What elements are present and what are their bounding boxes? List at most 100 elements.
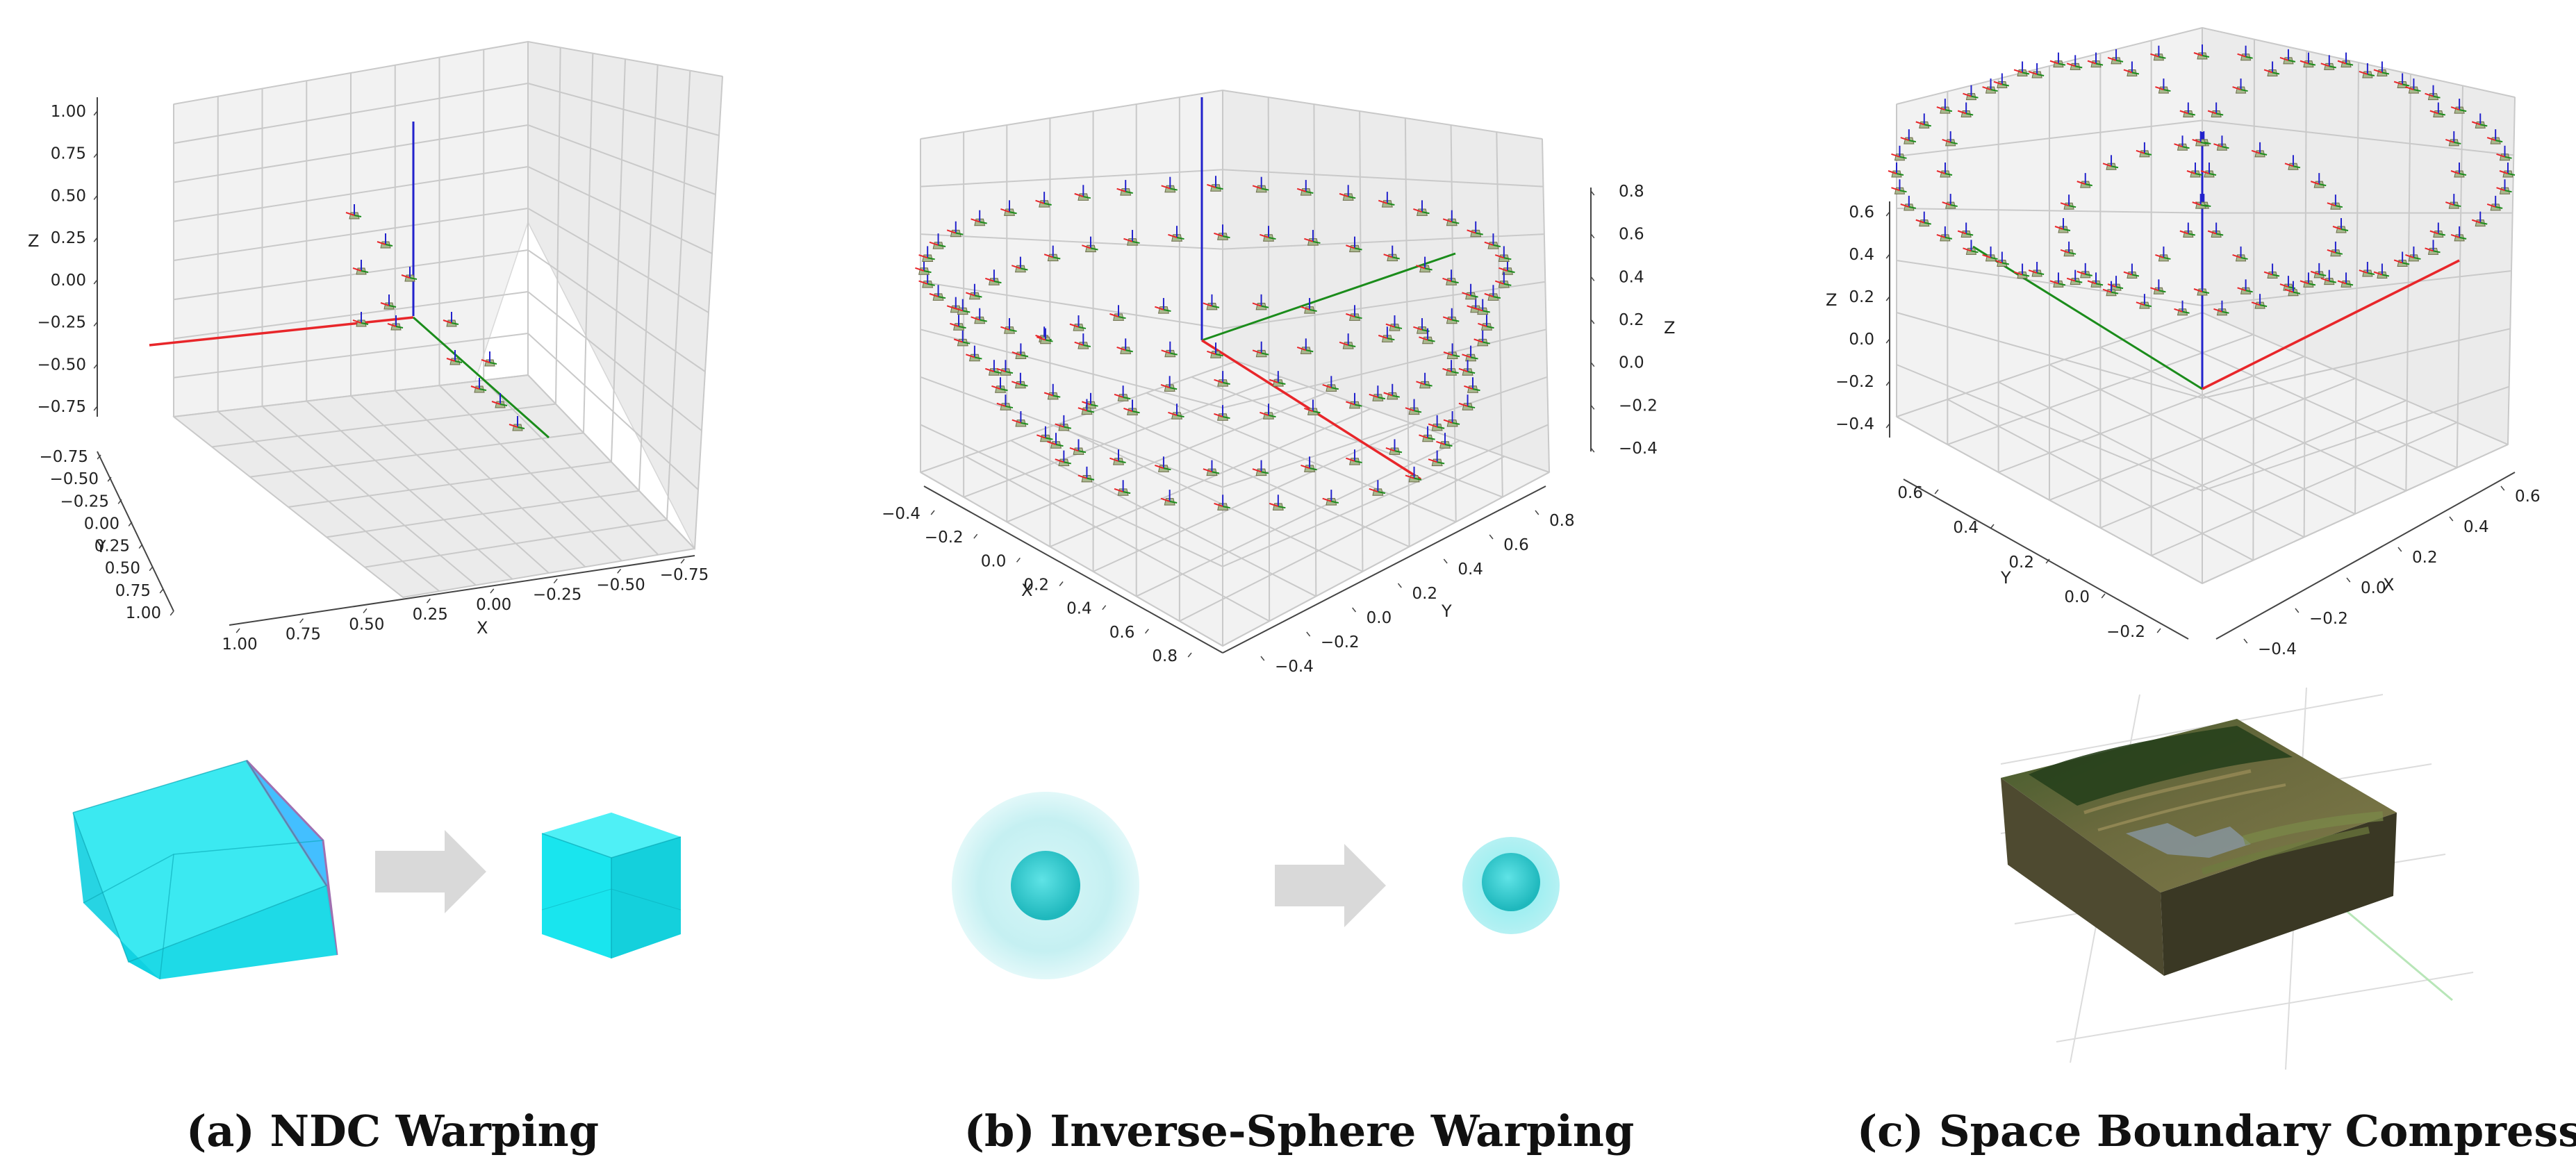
- plot-a-z-ticks: 1.000.750.500.250.00−0.25−0.50−0.75: [38, 103, 98, 416]
- plot-b-camera-glyph: [1037, 328, 1053, 344]
- plot-b-camera-glyph: [1442, 269, 1459, 285]
- plot-b-camera-glyph: [1047, 433, 1064, 449]
- plot-b-grid-line: [1222, 281, 1546, 329]
- plot-b-world-y-axis: [1201, 252, 1456, 342]
- plot-b-grid-line: [1222, 90, 1543, 140]
- plot-b-x-tick-label: 0.6: [1109, 624, 1135, 642]
- plot-c-camera-glyph: [2232, 78, 2248, 94]
- plot-c-camera-glyph: [1915, 211, 1931, 227]
- plot-c-y-label: Y: [2000, 568, 2011, 588]
- plot-c-grid-line: [2405, 74, 2411, 491]
- plot-b-camera-glyph: [966, 345, 982, 362]
- plot-b-camera-glyph: [966, 283, 982, 300]
- plot-b-camera-glyph: [1269, 495, 1286, 510]
- plot-a-y-tick-mark: [159, 588, 164, 594]
- plot-b-grid-line: [1236, 360, 1550, 473]
- plot-b-y-tick-label: 0.2: [1412, 585, 1438, 603]
- plot-a-grid-line: [555, 47, 561, 404]
- plot-c-z-label: Z: [1826, 290, 1837, 310]
- plot-b-camera-glyph: [1378, 326, 1395, 342]
- plot-a-x-tick-mark: [236, 628, 240, 633]
- plot-c-x-tick-label: 0.6: [2515, 488, 2541, 506]
- plot-a-camera-glyph: [509, 416, 525, 431]
- plot-a-grid-line: [638, 65, 659, 491]
- terrain-left-side: [2001, 778, 2164, 976]
- plot-c-camera-glyph: [2087, 52, 2104, 68]
- plot-b-camera-glyph: [1464, 377, 1480, 393]
- plot-c-camera-glyph: [1891, 179, 1907, 194]
- plot-b-camera-glyph: [1114, 480, 1131, 496]
- plot-c-y-tick-label: 0.0: [2064, 588, 2090, 606]
- plot-c-camera-glyph: [2102, 281, 2119, 297]
- plot-c-camera-glyph: [2123, 61, 2140, 76]
- plot-c-camera-glyph: [2207, 222, 2224, 238]
- plot-c-camera-glyph: [2486, 129, 2503, 144]
- plot-b-camera-glyph: [950, 315, 966, 331]
- plot-c-camera-glyph: [2279, 49, 2296, 65]
- plot-b-camera-glyph: [1000, 318, 1017, 334]
- plot-b-z-tick-mark: [1590, 447, 1595, 453]
- plot-c-camera-glyph: [2087, 272, 2104, 288]
- plot-b-camera-glyph: [915, 259, 932, 275]
- plot-c-camera-glyph: [2066, 269, 2083, 285]
- plot-b-camera-glyph: [1214, 371, 1230, 387]
- plot-b-z-tick-label: 0.6: [1619, 226, 1644, 244]
- plot-c-x-tick-label: 0.0: [2361, 579, 2386, 597]
- plot-b-z-tick-label: −0.4: [1619, 440, 1658, 458]
- plot-a-x-axis-line: [229, 555, 695, 626]
- plot-a-grid-line: [611, 58, 626, 463]
- plot-c-camera-glyph: [2471, 211, 2488, 227]
- plot-a-z-tick-label: −0.75: [38, 398, 86, 416]
- plot-b-camera-glyph: [1443, 411, 1460, 427]
- plot-c-camera-glyph: [2107, 49, 2124, 65]
- plot-b-camera-glyph: [1473, 299, 1490, 315]
- plot-c-y-tick-mark: [2156, 628, 2161, 633]
- plot-c-camera-glyph: [1942, 131, 1958, 147]
- plot-b-camera-glyph: [1214, 224, 1230, 240]
- plot-b-camera-glyph: [1252, 460, 1269, 476]
- plot-c-camera-glyph: [2013, 61, 2030, 76]
- plot-c-camera-glyph: [2077, 263, 2092, 279]
- plot-b-z-tick-label: 0.4: [1619, 268, 1644, 286]
- plot-c-z-tick-mark: [1885, 211, 1890, 217]
- plot-c-camera-glyph: [2179, 102, 2196, 117]
- caption-a: (a) NDC Warping: [186, 1106, 599, 1156]
- plot-b-x-tick-label: 0.4: [1066, 600, 1092, 618]
- plot-c-camera-glyph: [1900, 195, 1917, 211]
- plot-b-camera-glyph: [996, 360, 1014, 376]
- plot-c-camera-glyph: [2155, 246, 2171, 262]
- plot-a-x-ticks: 1.000.750.500.250.00−0.25−0.50−0.75: [222, 558, 709, 654]
- plot-b-grid-line: [1050, 408, 1371, 548]
- plot-a-grid-line: [350, 395, 550, 574]
- plot-c-camera-glyph: [2232, 246, 2248, 262]
- plot-b-camera-glyph: [991, 377, 1008, 393]
- plot-b-camera-glyph: [1035, 192, 1052, 208]
- plot-a-z-tick-label: 0.75: [51, 145, 86, 163]
- space-boundary-terrain-illustration: [2000, 687, 2474, 1070]
- plot-c-camera-glyph: [2193, 281, 2210, 296]
- plot-c-camera-glyph: [2450, 226, 2467, 242]
- plot-b-camera-glyph: [984, 360, 1002, 376]
- plot-c-camera-glyph: [2429, 102, 2446, 117]
- plot-c-camera-glyph: [2193, 44, 2210, 60]
- plot-b-camera-glyph: [1116, 338, 1133, 354]
- plot-c-camera-glyph: [2332, 218, 2349, 233]
- plot-b-grid-line: [920, 169, 1223, 188]
- plot-b-x-ticks: −0.4−0.20.00.20.40.60.8: [882, 505, 1192, 665]
- plot-b-camera-glyph: [1484, 285, 1501, 301]
- plot-b-x-tick-mark: [973, 533, 978, 539]
- inner-sphere-right: [1482, 853, 1540, 911]
- plot-a-x-tick-mark: [617, 568, 622, 574]
- plot-b-grid-line: [920, 360, 1237, 473]
- plot-c-camera-glyph: [2337, 52, 2354, 68]
- plot-c-camera-glyph: [1888, 163, 1904, 178]
- plot-b-grid-line: [1136, 440, 1460, 597]
- plot-c-camera-glyph: [1900, 129, 1917, 144]
- plot-b-y-tick-label: 0.6: [1503, 536, 1529, 554]
- plot-b-z-tick-mark: [1590, 276, 1595, 281]
- plot-c-camera-glyph: [1936, 226, 1953, 242]
- plot-b-grid-line: [1496, 131, 1503, 497]
- plot-a-y-tick-label: −0.50: [50, 470, 99, 488]
- plot-b-camera-glyph: [1304, 230, 1321, 246]
- plot-b-camera-glyph: [1043, 383, 1061, 400]
